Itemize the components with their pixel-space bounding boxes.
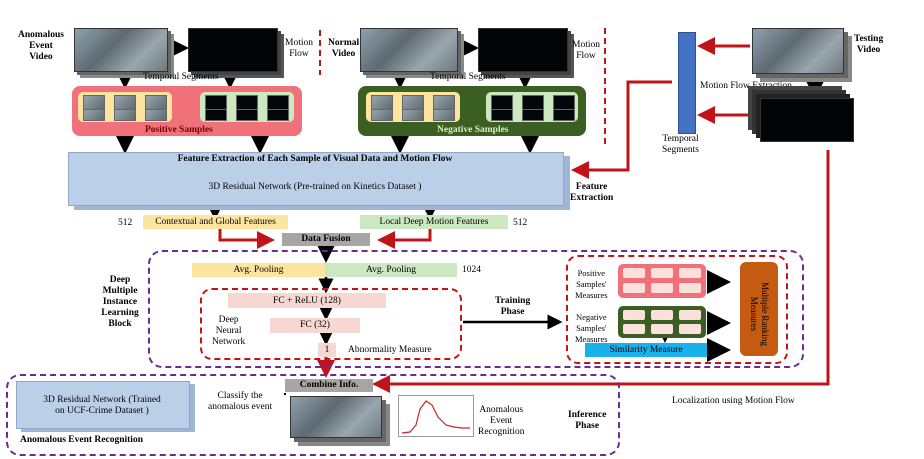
avg-pooling-label-1: Avg. Pooling xyxy=(233,265,284,275)
avg-pooling-box-2 xyxy=(325,263,457,277)
multiple-ranking-box xyxy=(740,262,778,356)
normal-motion-flow-frames xyxy=(478,28,568,72)
negative-measures-box xyxy=(618,306,706,338)
fc-32-label: FC (32) xyxy=(300,320,330,330)
motion-flow-label-2: Motion Flow xyxy=(572,40,600,61)
inference-frame xyxy=(6,374,620,456)
abnormality-measure-label: Abnormality Measure xyxy=(348,345,432,355)
positive-visual-group xyxy=(78,92,172,122)
combine-info-label: Combine Info. xyxy=(299,380,359,390)
data-fusion-label: Data Fusion xyxy=(301,234,351,244)
normal-video-frames xyxy=(360,28,458,72)
testing-video-label: Testing Video xyxy=(854,34,884,55)
fc-relu-label: FC + ReLU (128) xyxy=(273,296,341,306)
testing-video-frames xyxy=(752,28,844,74)
anomaly-score-plot xyxy=(398,395,474,437)
temporal-segments-label-3: Temporal Segments xyxy=(662,134,699,155)
temporal-segments-label-2: Temporal Segments xyxy=(430,72,506,82)
temporal-segments-label-1: Temporal Segments xyxy=(143,72,219,82)
similarity-measure-label: Similarity Measure xyxy=(609,345,683,355)
combine-info-box xyxy=(285,379,373,392)
residual-ucf-label: 3D Residual Network (Trained on UCF-Crim… xyxy=(43,395,161,416)
negative-motion-group xyxy=(486,92,578,122)
anomalous-video-label: Anomalous Event Video xyxy=(18,30,64,62)
avg-pooling-label-2: Avg. Pooling xyxy=(366,265,416,275)
dim-1024: 1024 xyxy=(462,265,481,275)
output-box xyxy=(318,343,336,357)
data-fusion-box xyxy=(282,233,370,246)
negative-samples-label: Negative Samples xyxy=(437,125,509,135)
positive-motion-group xyxy=(200,92,294,122)
feature-box-title: Feature Extraction of Each Sample of Vis… xyxy=(177,154,453,164)
testing-motion-flow-frames xyxy=(760,98,854,142)
localization-label: Localization using Motion Flow xyxy=(672,396,795,406)
positive-samples-box xyxy=(72,86,302,136)
motion-flow-label-1: Motion Flow xyxy=(285,38,313,59)
fc-32-box xyxy=(270,318,360,333)
anomalous-event-recognition-label: Anomalous Event Recognition xyxy=(20,435,143,445)
contextual-features-box xyxy=(143,215,288,229)
dnn-label: Deep Neural Network xyxy=(212,315,246,347)
negative-visual-group xyxy=(366,92,460,122)
anomalous-motion-flow-frames xyxy=(188,28,278,72)
anomalous-video-frames xyxy=(74,28,168,72)
feature-box-subtitle: 3D Residual Network (Pre-trained on Kine… xyxy=(208,182,422,192)
positive-samples-label: Positive Samples xyxy=(145,125,213,135)
inference-phase-label: Inference Phase xyxy=(568,410,607,431)
anomalous-event-recognition-2: Anomalous Event Recognition xyxy=(478,405,525,437)
dim-512-right: 512 xyxy=(513,218,528,228)
ranking-frame xyxy=(566,255,788,364)
similarity-measure-box xyxy=(585,343,707,357)
positive-measures-label: Positive Samples' Measures xyxy=(575,268,608,300)
training-phase-label: Training Phase xyxy=(495,296,531,317)
output-label: 1 xyxy=(324,345,330,355)
normal-video-label: Normal Video xyxy=(328,38,360,59)
deep-mil-block-frame xyxy=(148,250,804,368)
negative-measures-label: Negative Samples' Measures xyxy=(575,312,608,344)
local-motion-features-label: Local Deep Motion Features xyxy=(379,217,489,227)
feature-extraction-side-label: Feature Extraction xyxy=(570,182,614,203)
positive-measures-box xyxy=(618,264,706,298)
inference-video-frames xyxy=(290,396,382,438)
classify-label: Classify the anomalous event xyxy=(208,391,273,412)
motion-flow-extraction-label: Motion Flow Extraction xyxy=(700,81,792,91)
deep-mil-block-label: Deep Multiple Instance Learning Block xyxy=(101,275,139,329)
residual-ucf-box xyxy=(16,381,190,429)
contextual-features-label: Contextual and Global Features xyxy=(155,217,276,227)
dim-512-left: 512 xyxy=(118,218,133,228)
avg-pooling-box-1 xyxy=(192,263,325,277)
multiple-ranking-label: Multiple Ranking Measures xyxy=(749,282,770,346)
temporal-segments-bar xyxy=(678,32,696,134)
negative-samples-box xyxy=(358,86,586,136)
local-motion-features-box xyxy=(360,215,508,229)
dnn-frame xyxy=(200,288,462,360)
fc-relu-box xyxy=(228,293,386,308)
feature-extraction-box xyxy=(68,152,564,206)
